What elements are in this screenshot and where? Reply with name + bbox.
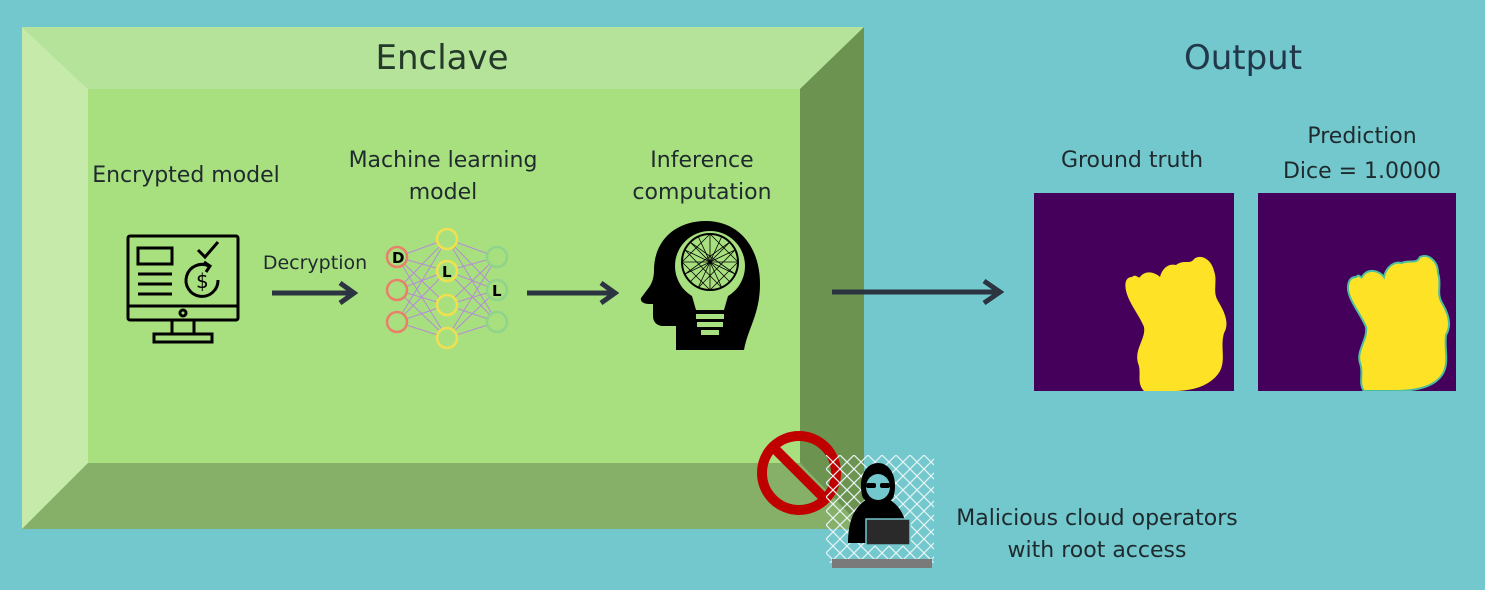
- node-label-l-hidden: L: [442, 263, 452, 281]
- ground-truth-mask-image: [1034, 193, 1234, 391]
- hacker-icon: [826, 455, 934, 571]
- enclave-title: Enclave: [375, 38, 509, 78]
- encrypted-model-icon: $: [126, 232, 242, 348]
- svg-text:$: $: [196, 269, 209, 293]
- prediction-label: Prediction: [1307, 124, 1417, 149]
- node-label-d: D: [392, 249, 404, 267]
- brain-head-icon: [640, 218, 762, 354]
- node-label-l-output: L: [492, 282, 502, 300]
- encrypted-model-label: Encrypted model: [92, 163, 280, 188]
- neural-network-icon: D L L: [383, 225, 513, 355]
- ml-model-label-line2: model: [408, 180, 478, 205]
- arrow-to-output: [832, 279, 1004, 305]
- ml-model-label-line1: Machine learning: [348, 148, 538, 173]
- dice-score-label: Dice = 1.0000: [1282, 159, 1442, 184]
- ground-truth-label: Ground truth: [1060, 148, 1204, 173]
- output-title: Output: [1183, 38, 1303, 78]
- decryption-label: Decryption: [262, 252, 368, 274]
- threat-label-line2: with root access: [1007, 538, 1187, 563]
- inference-label-line2: computation: [632, 180, 772, 205]
- arrow-to-inference: [527, 281, 619, 305]
- inference-label-line1: Inference: [650, 148, 754, 173]
- arrow-decryption: [272, 281, 358, 305]
- threat-label-line1: Malicious cloud operators: [956, 506, 1238, 531]
- prediction-mask-image: [1258, 193, 1456, 391]
